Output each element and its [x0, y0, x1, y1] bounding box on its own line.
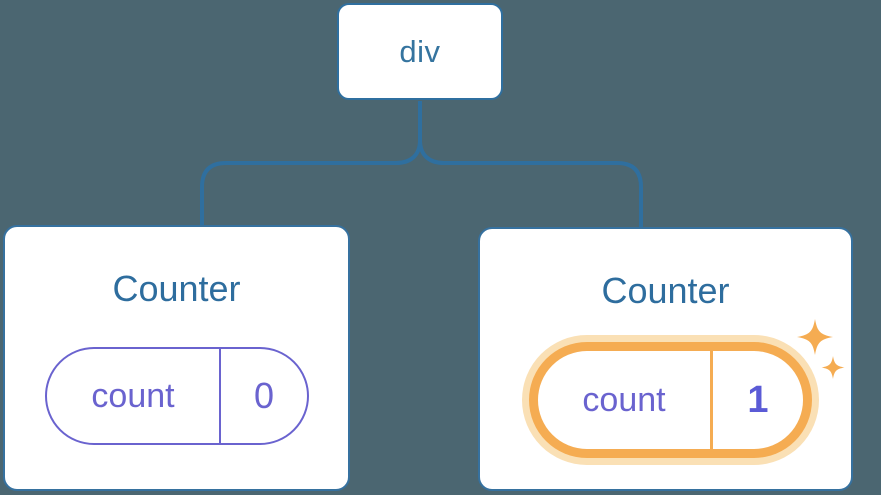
state-value: 0	[219, 349, 307, 443]
state-pill: count 0	[45, 347, 309, 445]
state-key-label: count	[91, 376, 175, 415]
root-node: div	[337, 3, 503, 100]
counter-card-left: Counter count 0	[3, 225, 350, 491]
state-value: 1	[710, 351, 803, 449]
root-node-label: div	[399, 33, 441, 69]
state-key-label: count	[582, 380, 666, 419]
state-pill-highlight-glow: count 1	[522, 335, 819, 465]
state-pill: count 1	[538, 351, 803, 449]
counter-card-right: Counter count 1	[478, 227, 853, 491]
state-pill-highlight-ring: count 1	[529, 342, 812, 458]
counter-title: Counter	[112, 268, 241, 309]
counter-title: Counter	[601, 270, 730, 311]
